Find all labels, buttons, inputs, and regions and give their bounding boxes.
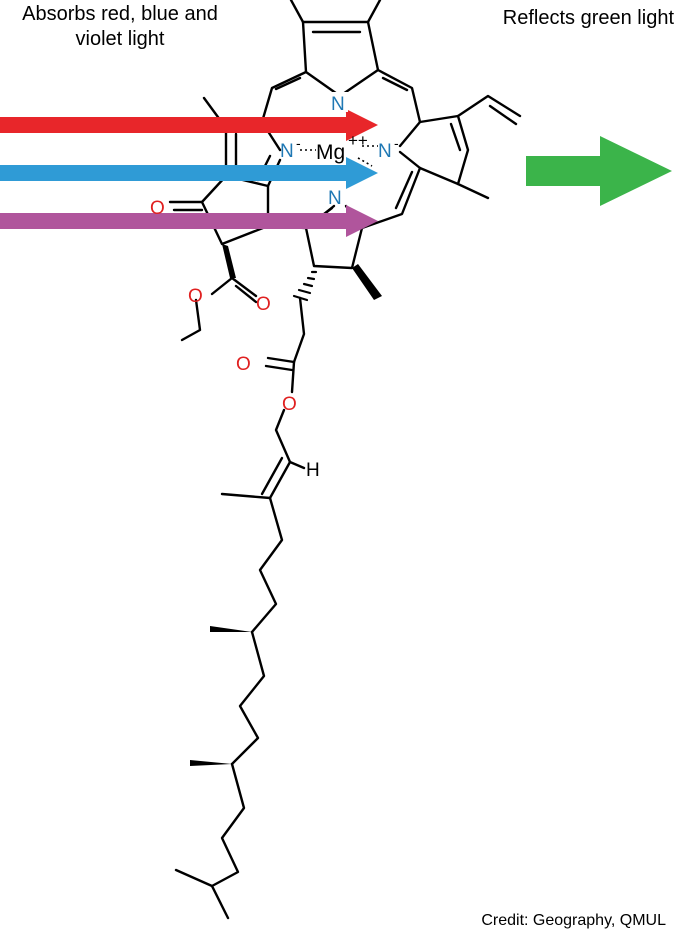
violet-light-arrow — [0, 205, 378, 237]
phytol-chain — [174, 456, 306, 920]
oxygen-ketone-label: O — [150, 198, 165, 219]
red-light-arrow — [0, 109, 378, 141]
hydrogen-label: H — [306, 460, 320, 481]
nitrogen-right-charge: - — [394, 135, 399, 151]
ring-d — [266, 204, 382, 364]
propionate-ester — [264, 356, 296, 464]
green-light-arrow — [526, 136, 672, 206]
reflects-caption: Reflects green light — [502, 7, 674, 29]
methine-bridges — [260, 68, 422, 230]
oxygen-chain-double-label: O — [236, 354, 251, 375]
ring-c — [398, 94, 522, 200]
credit-text: Credit: Geography, QMUL — [481, 912, 666, 929]
nitrogen-right-label: N — [378, 141, 392, 162]
nitrogen-left-label: N — [280, 141, 294, 162]
magnesium-charge: ++ — [348, 131, 368, 150]
absorbs-caption: Absorbs red, blue and violet light — [22, 3, 218, 50]
oxygen-ester-single-label: O — [188, 286, 203, 307]
ring-b — [289, 0, 382, 98]
blue-light-arrow — [0, 157, 378, 189]
oxygen-chain-single-label: O — [282, 394, 297, 415]
nitrogen-top-label: N — [331, 94, 345, 115]
nitrogen-bottom-label: N — [328, 188, 342, 209]
ring-e — [168, 174, 270, 342]
hashed-bond — [292, 270, 318, 302]
oxygen-ester-double-label: O — [256, 294, 271, 315]
nitrogen-left-charge: - — [296, 135, 301, 151]
magnesium-label: Mg — [316, 141, 345, 164]
